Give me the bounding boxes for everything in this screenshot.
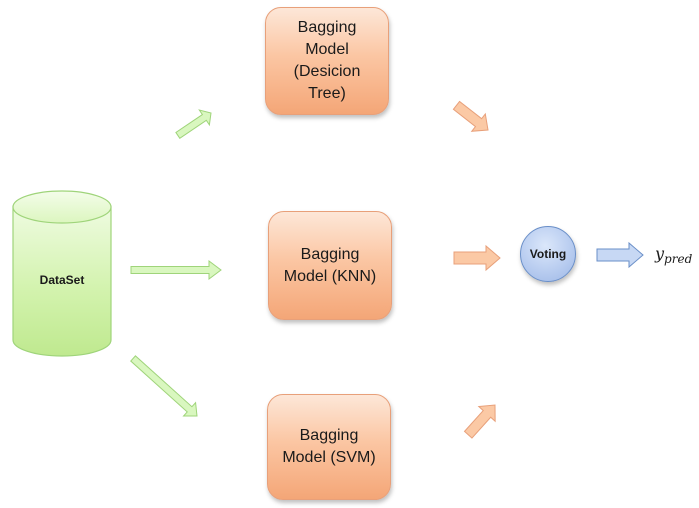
output-subscript: pred — [664, 252, 693, 266]
arrow-voting-to-output — [596, 241, 644, 269]
dataset-label: DataSet — [13, 255, 111, 305]
bagging-model-svm: Bagging Model (SVM) — [267, 394, 391, 500]
dataset-cylinder — [12, 190, 112, 357]
dataset-text: DataSet — [39, 273, 85, 287]
output-base: y — [655, 244, 665, 263]
output-y-pred: ypred — [655, 244, 693, 266]
model-tree-label: Bagging Model (Desicion Tree) — [293, 19, 361, 102]
arrow-dataset-to-svm — [130, 355, 198, 417]
arrow-knn-to-voting — [453, 244, 501, 272]
voting-node: Voting — [520, 226, 576, 282]
arrow-svm-to-voting — [463, 404, 496, 439]
model-svm-label: Bagging Model (SVM) — [282, 427, 376, 466]
bagging-model-decision-tree: Bagging Model (Desicion Tree) — [265, 7, 389, 115]
arrow-dataset-to-tree — [175, 109, 212, 139]
bagging-model-knn: Bagging Model (KNN) — [268, 211, 392, 320]
arrow-dataset-to-knn — [130, 260, 222, 280]
voting-label: Voting — [529, 247, 567, 261]
model-knn-label: Bagging Model (KNN) — [283, 245, 377, 285]
arrow-tree-to-voting — [452, 100, 489, 132]
